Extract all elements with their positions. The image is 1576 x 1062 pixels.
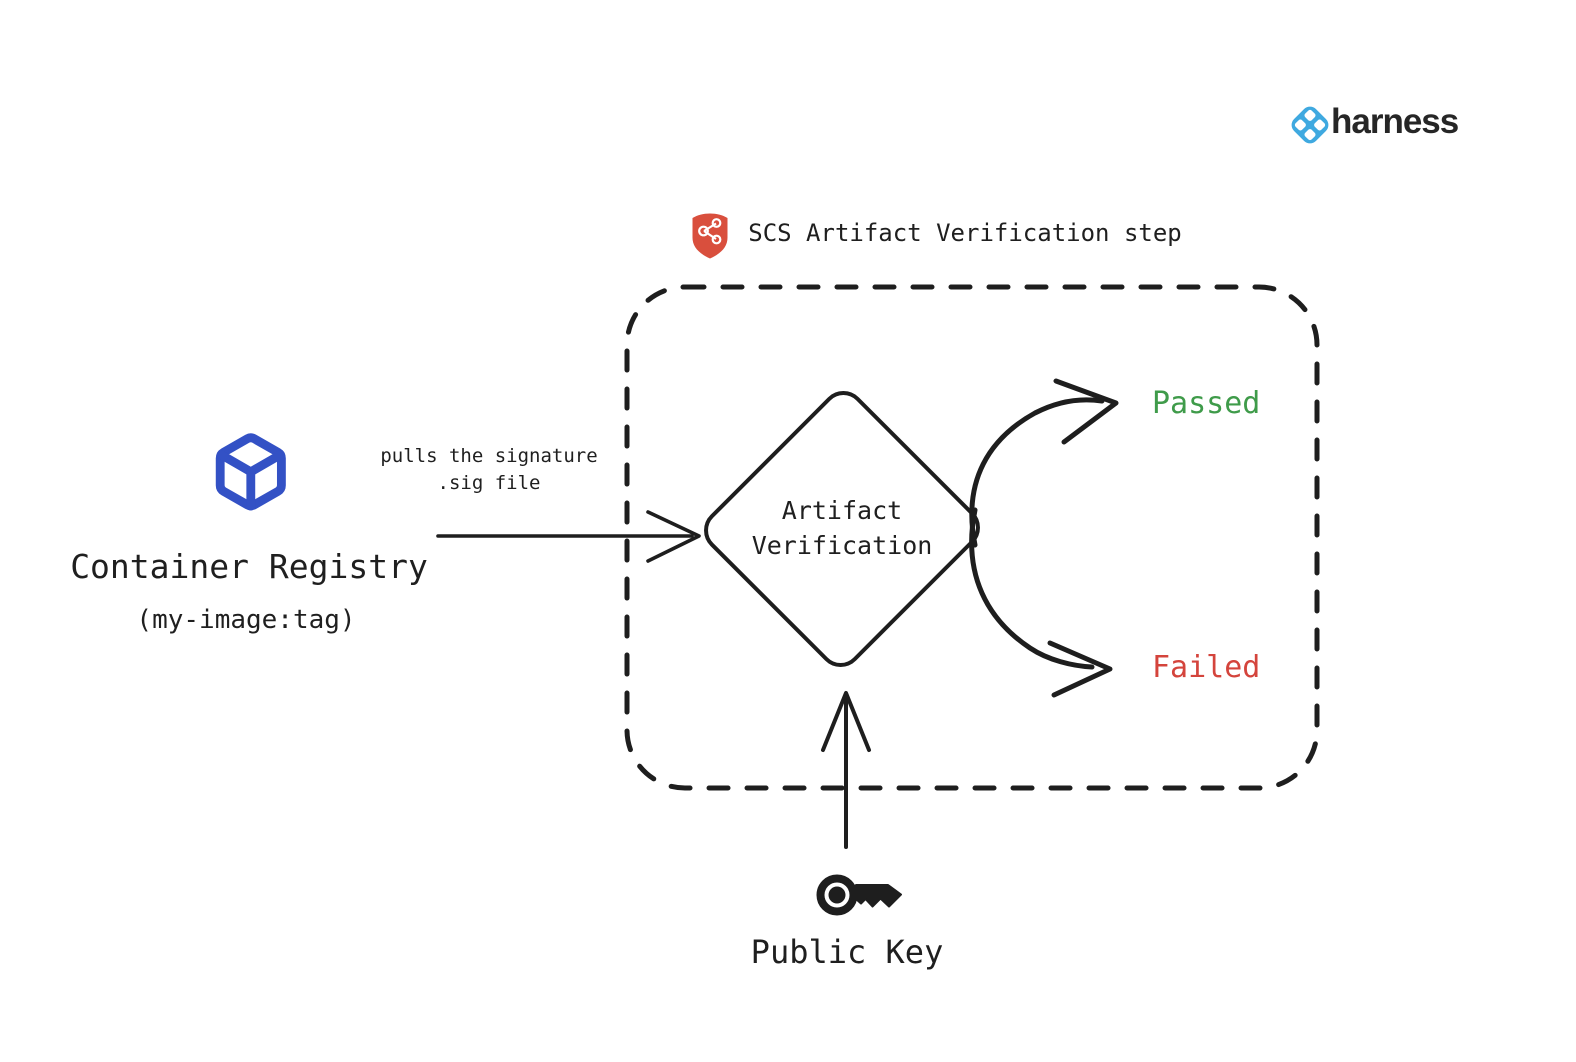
failed-arrow (969, 507, 1113, 698)
diagram-title: SCS Artifact Verification step (748, 219, 1182, 247)
passed-outcome-label: Passed (1152, 386, 1261, 421)
failed-outcome-label: Failed (1152, 650, 1261, 685)
harness-wordmark: harness (1331, 102, 1459, 141)
public-key-label: Public Key (750, 933, 944, 971)
artifact-verification-label: Artifact Verification (751, 496, 933, 560)
scs-shield-icon (692, 213, 728, 259)
pull-signature-arrow (436, 510, 701, 563)
passed-arrow (969, 378, 1119, 548)
key-icon (816, 874, 902, 916)
harness-logo-icon (1291, 106, 1329, 144)
container-registry-image-tag: (my-image:tag) (136, 605, 356, 635)
public-key-arrow (821, 691, 871, 849)
pull-signature-label: pulls the signature .sig file (380, 445, 598, 494)
verification-step-boundary (624, 284, 1320, 791)
artifact-verification-diamond (704, 391, 980, 667)
container-registry-label: Container Registry (70, 547, 428, 586)
container-registry-cube-icon (215, 433, 286, 511)
